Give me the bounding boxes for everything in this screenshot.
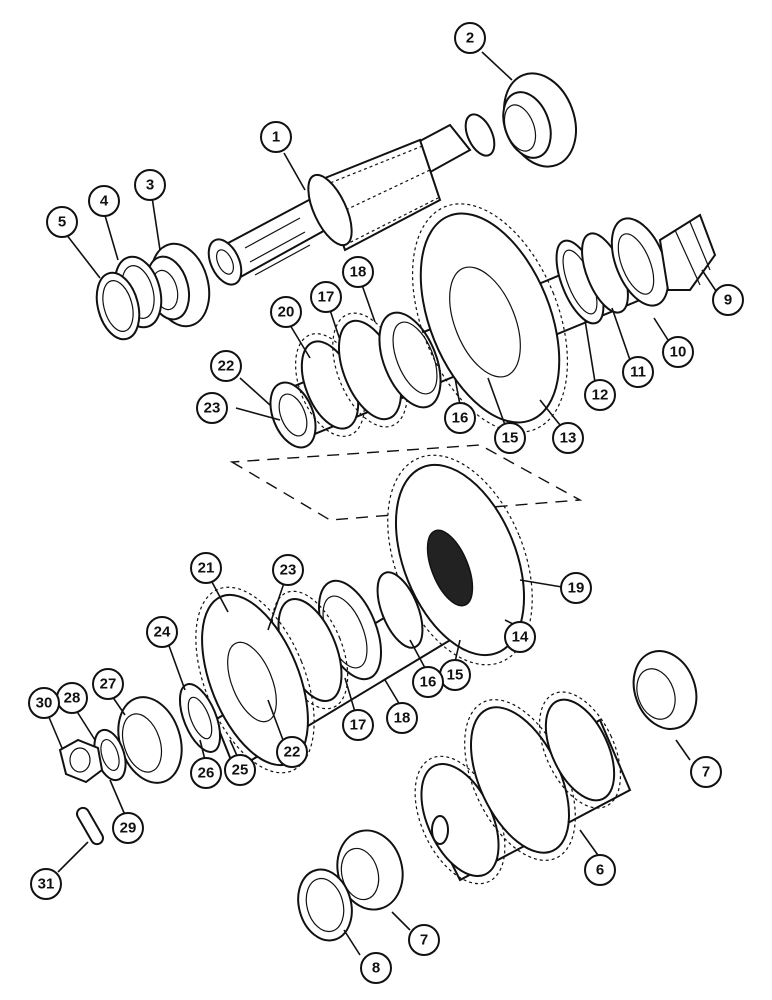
callout-1: 1	[260, 121, 292, 153]
lower-output-shaft	[58, 454, 533, 784]
callout-11: 11	[622, 356, 654, 388]
callout-29: 29	[112, 812, 144, 844]
callout-23-upper: 23	[196, 392, 228, 424]
callout-label: 6	[596, 862, 604, 879]
callout-15-lower: 15	[439, 659, 471, 691]
callout-19: 19	[560, 572, 592, 604]
callout-label: 29	[120, 820, 137, 837]
bearing-7-right	[632, 650, 698, 730]
callout-label: 22	[218, 358, 235, 375]
bearing-2	[502, 72, 577, 168]
callout-label: 13	[560, 430, 577, 447]
countershaft-cluster	[414, 691, 632, 885]
callout-18-lower: 18	[386, 702, 418, 734]
callout-label: 31	[38, 876, 55, 893]
callout-label: 5	[58, 214, 66, 231]
pin-31	[76, 806, 104, 846]
callout-label: 15	[502, 430, 519, 447]
callout-9: 9	[712, 284, 744, 316]
callout-label: 20	[278, 304, 295, 321]
callout-24: 24	[146, 616, 178, 648]
callout-label: 18	[350, 264, 367, 281]
callout-label: 17	[318, 289, 335, 306]
callout-30: 30	[28, 687, 60, 719]
callout-label: 12	[592, 387, 609, 404]
callout-label: 3	[146, 177, 154, 194]
callout-20: 20	[270, 296, 302, 328]
leader-lines	[47, 51, 721, 956]
callout-label: 10	[670, 344, 687, 361]
callout-4: 4	[88, 185, 120, 217]
callout-31: 31	[30, 868, 62, 900]
callout-26: 26	[190, 757, 222, 789]
ring-5	[95, 271, 141, 341]
callout-7-lower: 7	[408, 924, 440, 956]
callout-label: 14	[512, 629, 529, 646]
callout-label: 7	[702, 764, 710, 781]
callout-5: 5	[46, 206, 78, 238]
callout-label: 11	[630, 364, 646, 381]
callout-17-upper: 17	[310, 281, 342, 313]
upper-output-shaft	[269, 203, 717, 449]
callout-label: 17	[350, 717, 367, 734]
callout-12: 12	[584, 379, 616, 411]
callout-label: 19	[568, 580, 585, 597]
callout-label: 7	[420, 932, 428, 949]
callout-3: 3	[134, 169, 166, 201]
callout-label: 25	[232, 762, 249, 779]
callout-label: 30	[36, 695, 53, 712]
callout-10: 10	[662, 336, 694, 368]
callout-label: 27	[100, 676, 117, 693]
callout-label: 22	[284, 744, 301, 761]
callout-label: 8	[372, 960, 380, 977]
callout-label: 16	[452, 410, 469, 427]
callout-label: 24	[154, 624, 171, 641]
callout-label: 1	[272, 129, 280, 146]
callout-21: 21	[190, 552, 222, 584]
callout-23-lower: 23	[272, 554, 304, 586]
callout-13: 13	[552, 422, 584, 454]
callout-27: 27	[92, 668, 124, 700]
input-shaft	[207, 113, 496, 286]
callout-label: 16	[420, 674, 437, 691]
callout-label: 28	[64, 690, 81, 707]
dashed-assembly-link	[229, 444, 583, 521]
callout-25: 25	[224, 754, 256, 786]
callout-17-lower: 17	[342, 709, 374, 741]
callout-label: 26	[198, 765, 215, 782]
callout-label: 18	[394, 710, 411, 727]
callout-label: 23	[204, 400, 221, 417]
washer-8	[297, 868, 353, 942]
callout-label: 2	[466, 30, 474, 47]
callout-18-upper: 18	[342, 256, 374, 288]
callout-2: 2	[454, 22, 486, 54]
callout-16-lower: 16	[412, 666, 444, 698]
callout-22-upper: 22	[210, 350, 242, 382]
callout-16-upper: 16	[444, 402, 476, 434]
callout-8: 8	[360, 952, 392, 984]
callout-6: 6	[584, 854, 616, 886]
callout-label: 4	[100, 193, 109, 210]
callout-label: 23	[280, 562, 297, 579]
callout-7-right: 7	[690, 756, 722, 788]
callout-label: 21	[198, 560, 215, 577]
callout-label: 9	[724, 292, 732, 309]
callout-28: 28	[56, 682, 88, 714]
callout-15-upper: 15	[494, 422, 526, 454]
callout-14: 14	[504, 621, 536, 653]
callout-22-lower: 22	[276, 736, 308, 768]
callout-label: 15	[447, 667, 464, 684]
